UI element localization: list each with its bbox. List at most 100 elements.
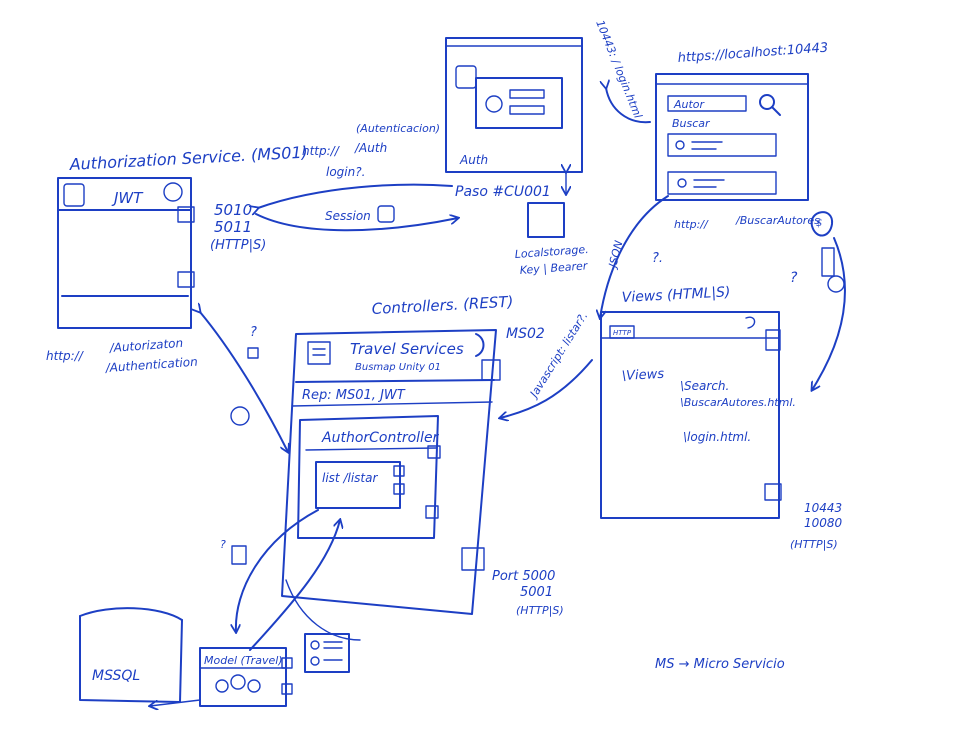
views-path-search: \Search. bbox=[680, 379, 729, 393]
local-storage-line-1: Localstorage. bbox=[514, 243, 589, 261]
question-mark-bottom: ? bbox=[220, 538, 226, 551]
token-bag-icon: $ bbox=[810, 211, 834, 237]
auth-port-3: (HTTP|S) bbox=[210, 238, 266, 253]
views-badge: HTTP bbox=[613, 329, 632, 337]
user-icon bbox=[247, 679, 261, 693]
controller-ports: Port 5000 5001 (HTTP|S) bbox=[492, 569, 564, 617]
views-path-login: \login.html. bbox=[683, 430, 751, 444]
port-connector bbox=[461, 547, 485, 571]
question-mark-mid: ?. bbox=[652, 251, 663, 266]
phone-icon bbox=[821, 247, 835, 277]
javascript-note: Javascript: listar?. bbox=[526, 310, 590, 402]
database-label: MSSQL bbox=[92, 668, 140, 684]
search-request-scheme: http:// bbox=[674, 218, 709, 231]
auth-url-authentication: /Authentication bbox=[104, 355, 198, 375]
auth-screen-label: Auth bbox=[459, 153, 488, 167]
session-label: Session bbox=[325, 209, 371, 223]
list-method-box bbox=[315, 461, 401, 509]
controller-port-1: Port 5000 bbox=[492, 569, 555, 584]
shield-icon bbox=[455, 65, 477, 89]
user-icon bbox=[230, 674, 246, 690]
auth-service-title: Authorization Service. (MS01) bbox=[68, 143, 308, 175]
refresh-icon bbox=[475, 333, 485, 357]
result-card bbox=[667, 133, 777, 157]
port-connector bbox=[481, 359, 501, 381]
shield-icon bbox=[63, 183, 85, 207]
http-badge bbox=[609, 325, 635, 339]
question-mark-right: ? bbox=[790, 270, 798, 286]
local-storage-line-2: Key | Bearer bbox=[519, 259, 589, 277]
port-connector bbox=[764, 483, 782, 501]
port-connector bbox=[177, 271, 195, 288]
search-request-path: /BuscarAutores bbox=[735, 214, 820, 227]
port-connector bbox=[177, 206, 195, 223]
browser-url: https://localhost:10443 bbox=[677, 41, 828, 66]
auth-request-notes: http:// (Autenticacion) /Auth login?. bbox=[302, 122, 440, 179]
service-title: Travel Services bbox=[350, 340, 464, 358]
document-icon bbox=[231, 545, 247, 565]
checkbox-icon bbox=[247, 347, 259, 359]
port-connector bbox=[393, 465, 405, 477]
auth-urls: http:// /Autorizaton /Authentication bbox=[46, 336, 198, 375]
search-label: Buscar bbox=[672, 117, 711, 130]
port-connector bbox=[281, 683, 293, 695]
refresh-icon bbox=[745, 316, 756, 329]
travel-services-box: Travel Services Busmap Unity 01 Rep: MS0… bbox=[281, 329, 501, 615]
step-label: Paso #CU001 bbox=[455, 184, 551, 200]
auth-request-path: /Auth bbox=[354, 141, 387, 155]
question-mark-left: ? bbox=[250, 325, 257, 340]
author-controller-box bbox=[297, 415, 439, 539]
mssql-database: MSSQL bbox=[79, 607, 183, 703]
json-label: JSON bbox=[606, 239, 626, 270]
local-storage: Localstorage. Key | Bearer bbox=[514, 202, 589, 277]
token-icon bbox=[377, 205, 395, 223]
auth-request-title: (Autenticacion) bbox=[356, 122, 440, 135]
author-controller-label: AuthorController bbox=[321, 430, 440, 446]
port-connector bbox=[425, 505, 439, 519]
port-connector bbox=[281, 657, 293, 669]
search-field-value: Autor bbox=[673, 98, 706, 111]
document-icon bbox=[307, 341, 331, 365]
svg-text:$: $ bbox=[816, 218, 822, 229]
auth-url-scheme: http:// bbox=[46, 349, 85, 363]
check-icon bbox=[230, 406, 250, 426]
port-connector bbox=[393, 483, 405, 495]
list-method-label: list /listar bbox=[322, 471, 378, 485]
controller-port-2: 5001 bbox=[520, 585, 553, 600]
search-field[interactable] bbox=[667, 95, 747, 112]
views-box: HTTP \Views \Search. \BuscarAutores.html… bbox=[600, 311, 796, 519]
model-label: Model (Travel) bbox=[204, 654, 283, 667]
controllers-heading: Controllers. (REST) bbox=[371, 293, 514, 318]
browser-window: Autor Buscar bbox=[655, 73, 809, 201]
views-port-1: 10443 bbox=[804, 501, 842, 515]
refresh-icon bbox=[163, 182, 183, 202]
auth-service-header: JWT bbox=[111, 189, 144, 207]
legend-text: MS → Micro Servicio bbox=[655, 657, 785, 672]
rep-label: Rep: MS01, JWT bbox=[302, 388, 406, 403]
auth-request-scheme: http:// bbox=[302, 144, 341, 158]
views-path-root: \Views bbox=[621, 367, 664, 384]
views-port-3: (HTTP|S) bbox=[790, 538, 838, 551]
views-heading: Views (HTML|S) bbox=[621, 284, 730, 306]
auth-port-2: 5011 bbox=[214, 218, 252, 236]
profile-card-icon bbox=[304, 633, 350, 673]
views-port-2: 10080 bbox=[804, 516, 843, 530]
lock-icon bbox=[485, 95, 503, 113]
auth-request-login: login?. bbox=[326, 165, 365, 179]
port-connector bbox=[765, 329, 781, 351]
search-icon[interactable] bbox=[759, 94, 781, 116]
model-box: Model (Travel) bbox=[199, 647, 293, 707]
views-ports: 10443 10080 (HTTP|S) bbox=[790, 501, 843, 551]
auth-side-note: 10443: / login.html bbox=[593, 18, 644, 120]
ms02-label: MS02 bbox=[506, 326, 545, 342]
auth-service-box: Authorization Service. (MS01) JWT bbox=[57, 143, 308, 329]
check-icon bbox=[827, 275, 845, 293]
views-path-buscar: \BuscarAutores.html. bbox=[680, 396, 796, 409]
auth-port-1: 5010 bbox=[214, 201, 252, 219]
controller-port-3: (HTTP|S) bbox=[516, 604, 564, 617]
user-icon bbox=[215, 679, 229, 693]
auth-service-ports: 5010 5011 (HTTP|S) bbox=[210, 201, 266, 253]
service-subtitle: Busmap Unity 01 bbox=[355, 362, 441, 373]
port-connector bbox=[427, 445, 441, 459]
